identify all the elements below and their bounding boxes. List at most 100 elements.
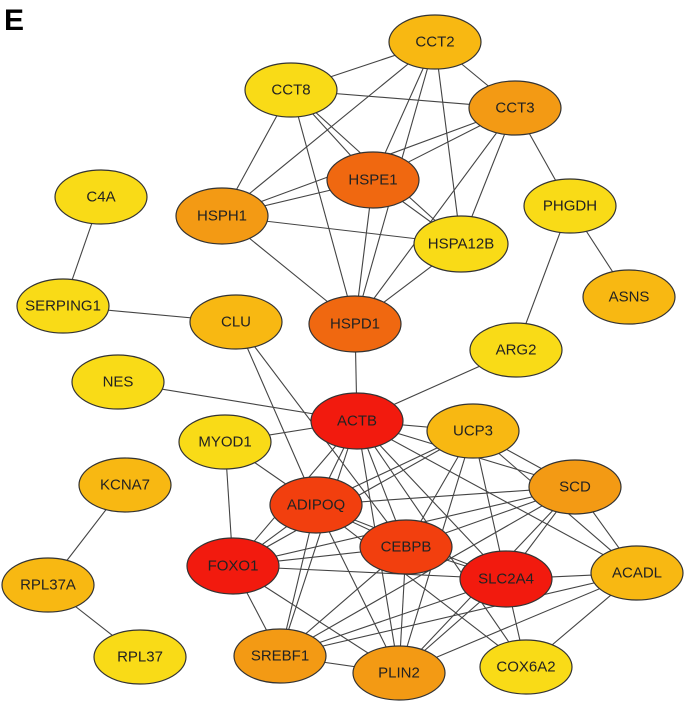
node-label: SERPING1 bbox=[25, 298, 101, 315]
node-ellipse bbox=[1, 557, 95, 613]
node-label: ACADL bbox=[612, 565, 662, 582]
node-myod1[interactable]: MYOD1 bbox=[178, 414, 272, 470]
node-phgdh[interactable]: PHGDH bbox=[523, 178, 617, 234]
node-adipoq[interactable]: ADIPOQ bbox=[269, 476, 363, 534]
node-rpl37[interactable]: RPL37 bbox=[93, 629, 187, 685]
node-label: ADIPOQ bbox=[287, 497, 345, 514]
node-c4a[interactable]: C4A bbox=[54, 169, 148, 225]
node-ellipse bbox=[352, 645, 446, 701]
node-label: PLIN2 bbox=[378, 665, 420, 682]
node-arg2[interactable]: ARG2 bbox=[469, 322, 563, 378]
node-ellipse bbox=[310, 392, 404, 450]
node-ellipse bbox=[244, 62, 338, 118]
node-ellipse bbox=[308, 295, 402, 353]
node-ellipse bbox=[178, 414, 272, 470]
node-ellipse bbox=[469, 322, 563, 378]
node-foxo1[interactable]: FOXO1 bbox=[186, 537, 280, 595]
node-ellipse bbox=[326, 151, 420, 209]
edge-acadl-plin2 bbox=[398, 572, 638, 674]
node-label: RPL37A bbox=[20, 577, 76, 594]
node-label: PHGDH bbox=[543, 198, 597, 215]
node-ellipse bbox=[523, 178, 617, 234]
node-ucp3[interactable]: UCP3 bbox=[426, 403, 520, 459]
node-clu[interactable]: CLU bbox=[189, 294, 283, 350]
node-ellipse bbox=[233, 628, 327, 684]
node-ellipse bbox=[528, 459, 622, 515]
edge-cct3-hspd1 bbox=[354, 107, 516, 325]
node-ellipse bbox=[359, 519, 453, 575]
node-ellipse bbox=[413, 215, 509, 273]
node-ellipse bbox=[78, 457, 172, 513]
node-label: SLC2A4 bbox=[478, 571, 534, 588]
panel-label: E bbox=[4, 4, 24, 37]
node-label: MYOD1 bbox=[198, 434, 251, 451]
node-serping1[interactable]: SERPING1 bbox=[16, 278, 110, 334]
edge-actb-srebf1 bbox=[279, 420, 358, 657]
node-label: COX6A2 bbox=[496, 659, 555, 676]
node-srebf1[interactable]: SREBF1 bbox=[233, 628, 327, 684]
node-cebpb[interactable]: CEBPB bbox=[359, 519, 453, 575]
node-label: CCT3 bbox=[495, 100, 534, 117]
node-label: UCP3 bbox=[453, 423, 493, 440]
node-hspa12b[interactable]: HSPA12B bbox=[413, 215, 509, 273]
node-nes[interactable]: NES bbox=[71, 354, 165, 410]
node-cct3[interactable]: CCT3 bbox=[468, 80, 562, 136]
node-label: HSPD1 bbox=[330, 316, 380, 333]
node-actb[interactable]: ACTB bbox=[310, 392, 404, 450]
edge-cct2-hsph1 bbox=[221, 41, 436, 217]
node-ellipse bbox=[16, 278, 110, 334]
node-ellipse bbox=[459, 550, 553, 608]
node-label: HSPA12B bbox=[428, 236, 494, 253]
edge-actb-acadl bbox=[356, 420, 638, 574]
node-ellipse bbox=[93, 629, 187, 685]
node-ellipse bbox=[582, 269, 676, 325]
edge-actb-slc2a4 bbox=[356, 420, 507, 580]
node-label: NES bbox=[103, 374, 134, 391]
node-label: ASNS bbox=[609, 289, 650, 306]
edge-clu-adipoq bbox=[235, 321, 317, 506]
node-hsph1[interactable]: HSPH1 bbox=[175, 187, 269, 245]
node-ellipse bbox=[590, 545, 684, 601]
node-ellipse bbox=[54, 169, 148, 225]
node-label: FOXO1 bbox=[208, 558, 259, 575]
node-hspd1[interactable]: HSPD1 bbox=[308, 295, 402, 353]
node-rpl37a[interactable]: RPL37A bbox=[1, 557, 95, 613]
edge-cct2-hspa12b bbox=[434, 41, 462, 245]
node-scd[interactable]: SCD bbox=[528, 459, 622, 515]
node-label: ACTB bbox=[337, 413, 377, 430]
node-label: CCT8 bbox=[271, 82, 310, 99]
node-hspe1[interactable]: HSPE1 bbox=[326, 151, 420, 209]
node-plin2[interactable]: PLIN2 bbox=[352, 645, 446, 701]
node-label: ARG2 bbox=[496, 342, 537, 359]
node-slc2a4[interactable]: SLC2A4 bbox=[459, 550, 553, 608]
node-ellipse bbox=[189, 294, 283, 350]
node-ellipse bbox=[388, 14, 482, 70]
node-label: CCT2 bbox=[415, 34, 454, 51]
node-label: SCD bbox=[559, 479, 591, 496]
node-label: HSPH1 bbox=[197, 208, 247, 225]
node-ellipse bbox=[269, 476, 363, 534]
node-cct8[interactable]: CCT8 bbox=[244, 62, 338, 118]
edge-cct8-hspd1 bbox=[290, 89, 356, 325]
node-acadl[interactable]: ACADL bbox=[590, 545, 684, 601]
node-ellipse bbox=[71, 354, 165, 410]
node-cct2[interactable]: CCT2 bbox=[388, 14, 482, 70]
node-ellipse bbox=[479, 639, 573, 695]
node-label: CEBPB bbox=[381, 539, 432, 556]
node-label: SREBF1 bbox=[251, 648, 309, 665]
node-asns[interactable]: ASNS bbox=[582, 269, 676, 325]
node-ellipse bbox=[175, 187, 269, 245]
node-label: C4A bbox=[86, 189, 115, 206]
edge-adipoq-cox6a2 bbox=[315, 504, 527, 668]
node-label: HSPE1 bbox=[348, 172, 397, 189]
node-label: CLU bbox=[221, 314, 251, 331]
node-ellipse bbox=[468, 80, 562, 136]
node-cox6a2[interactable]: COX6A2 bbox=[479, 639, 573, 695]
node-label: KCNA7 bbox=[100, 477, 150, 494]
node-label: RPL37 bbox=[117, 649, 163, 666]
node-kcna7[interactable]: KCNA7 bbox=[78, 457, 172, 513]
node-ellipse bbox=[186, 537, 280, 595]
edge-acadl-srebf1 bbox=[279, 572, 638, 657]
